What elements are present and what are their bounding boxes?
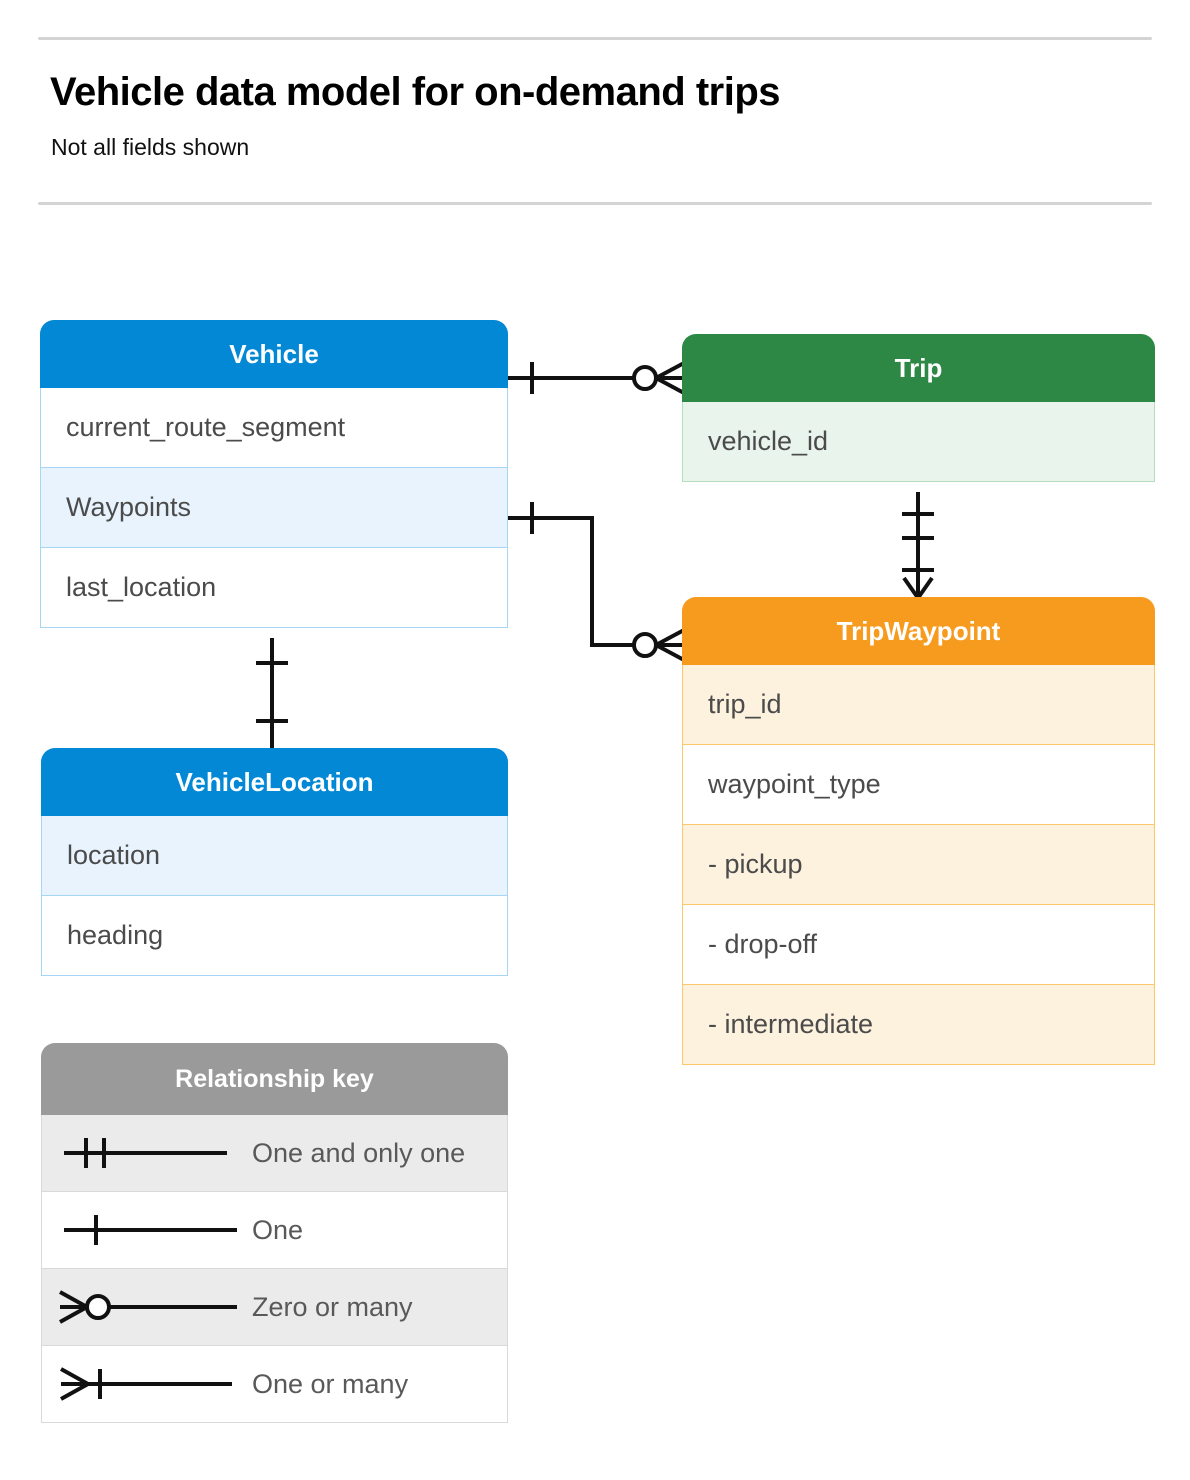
relationship-key-legend: Relationship key One and only one One bbox=[41, 1043, 508, 1423]
entity-trip-waypoint-enum-drop-off: - drop-off bbox=[682, 905, 1155, 985]
legend-row-zero-or-many: Zero or many bbox=[41, 1269, 508, 1346]
entity-vehicle-title: Vehicle bbox=[40, 320, 508, 388]
legend-title: Relationship key bbox=[41, 1043, 508, 1115]
one-icon bbox=[64, 1215, 237, 1245]
entity-trip-waypoint-field-waypoint-type: waypoint_type bbox=[682, 745, 1155, 825]
entity-vehicle[interactable]: Vehicle current_route_segment Waypoints … bbox=[40, 320, 508, 628]
page-subtitle: Not all fields shown bbox=[51, 134, 250, 160]
header-divider-bottom bbox=[38, 202, 1152, 205]
entity-vehicle-field-waypoints: Waypoints bbox=[40, 468, 508, 548]
entity-trip-waypoint-enum-intermediate: - intermediate bbox=[682, 985, 1155, 1065]
entity-trip-waypoint[interactable]: TripWaypoint trip_id waypoint_type - pic… bbox=[682, 597, 1155, 1065]
legend-row-one-and-only-one: One and only one bbox=[41, 1115, 508, 1192]
one-and-only-one-icon bbox=[64, 1138, 227, 1168]
legend-label-one-or-many: One or many bbox=[252, 1369, 409, 1399]
entity-vehicle-field-current-route-segment: current_route_segment bbox=[40, 388, 508, 468]
legend-label-one: One bbox=[252, 1215, 304, 1245]
page-title: Vehicle data model for on-demand trips bbox=[50, 70, 781, 114]
zero-or-many-icon bbox=[59, 1290, 237, 1324]
entity-trip-waypoint-enum-pickup: - pickup bbox=[682, 825, 1155, 905]
legend-row-one-or-many: One or many bbox=[41, 1346, 508, 1423]
legend-row-one: One bbox=[41, 1192, 508, 1269]
entity-trip[interactable]: Trip vehicle_id bbox=[682, 334, 1155, 482]
entity-vehicle-field-last-location: last_location bbox=[40, 548, 508, 628]
entity-trip-waypoint-field-trip-id: trip_id bbox=[682, 665, 1155, 745]
entity-trip-field-vehicle-id: vehicle_id bbox=[682, 402, 1155, 482]
header-divider-top bbox=[38, 37, 1152, 40]
legend-label-one-and-only-one: One and only one bbox=[252, 1138, 466, 1168]
entity-vehicle-location-field-heading: heading bbox=[41, 896, 508, 976]
legend-label-zero-or-many: Zero or many bbox=[252, 1292, 413, 1322]
entity-trip-waypoint-title: TripWaypoint bbox=[682, 597, 1155, 665]
entity-trip-title: Trip bbox=[682, 334, 1155, 402]
entity-vehicle-location[interactable]: VehicleLocation location heading bbox=[41, 748, 508, 976]
entity-vehicle-location-field-location: location bbox=[41, 816, 508, 896]
entity-vehicle-location-title: VehicleLocation bbox=[41, 748, 508, 816]
one-or-many-icon bbox=[60, 1367, 232, 1401]
